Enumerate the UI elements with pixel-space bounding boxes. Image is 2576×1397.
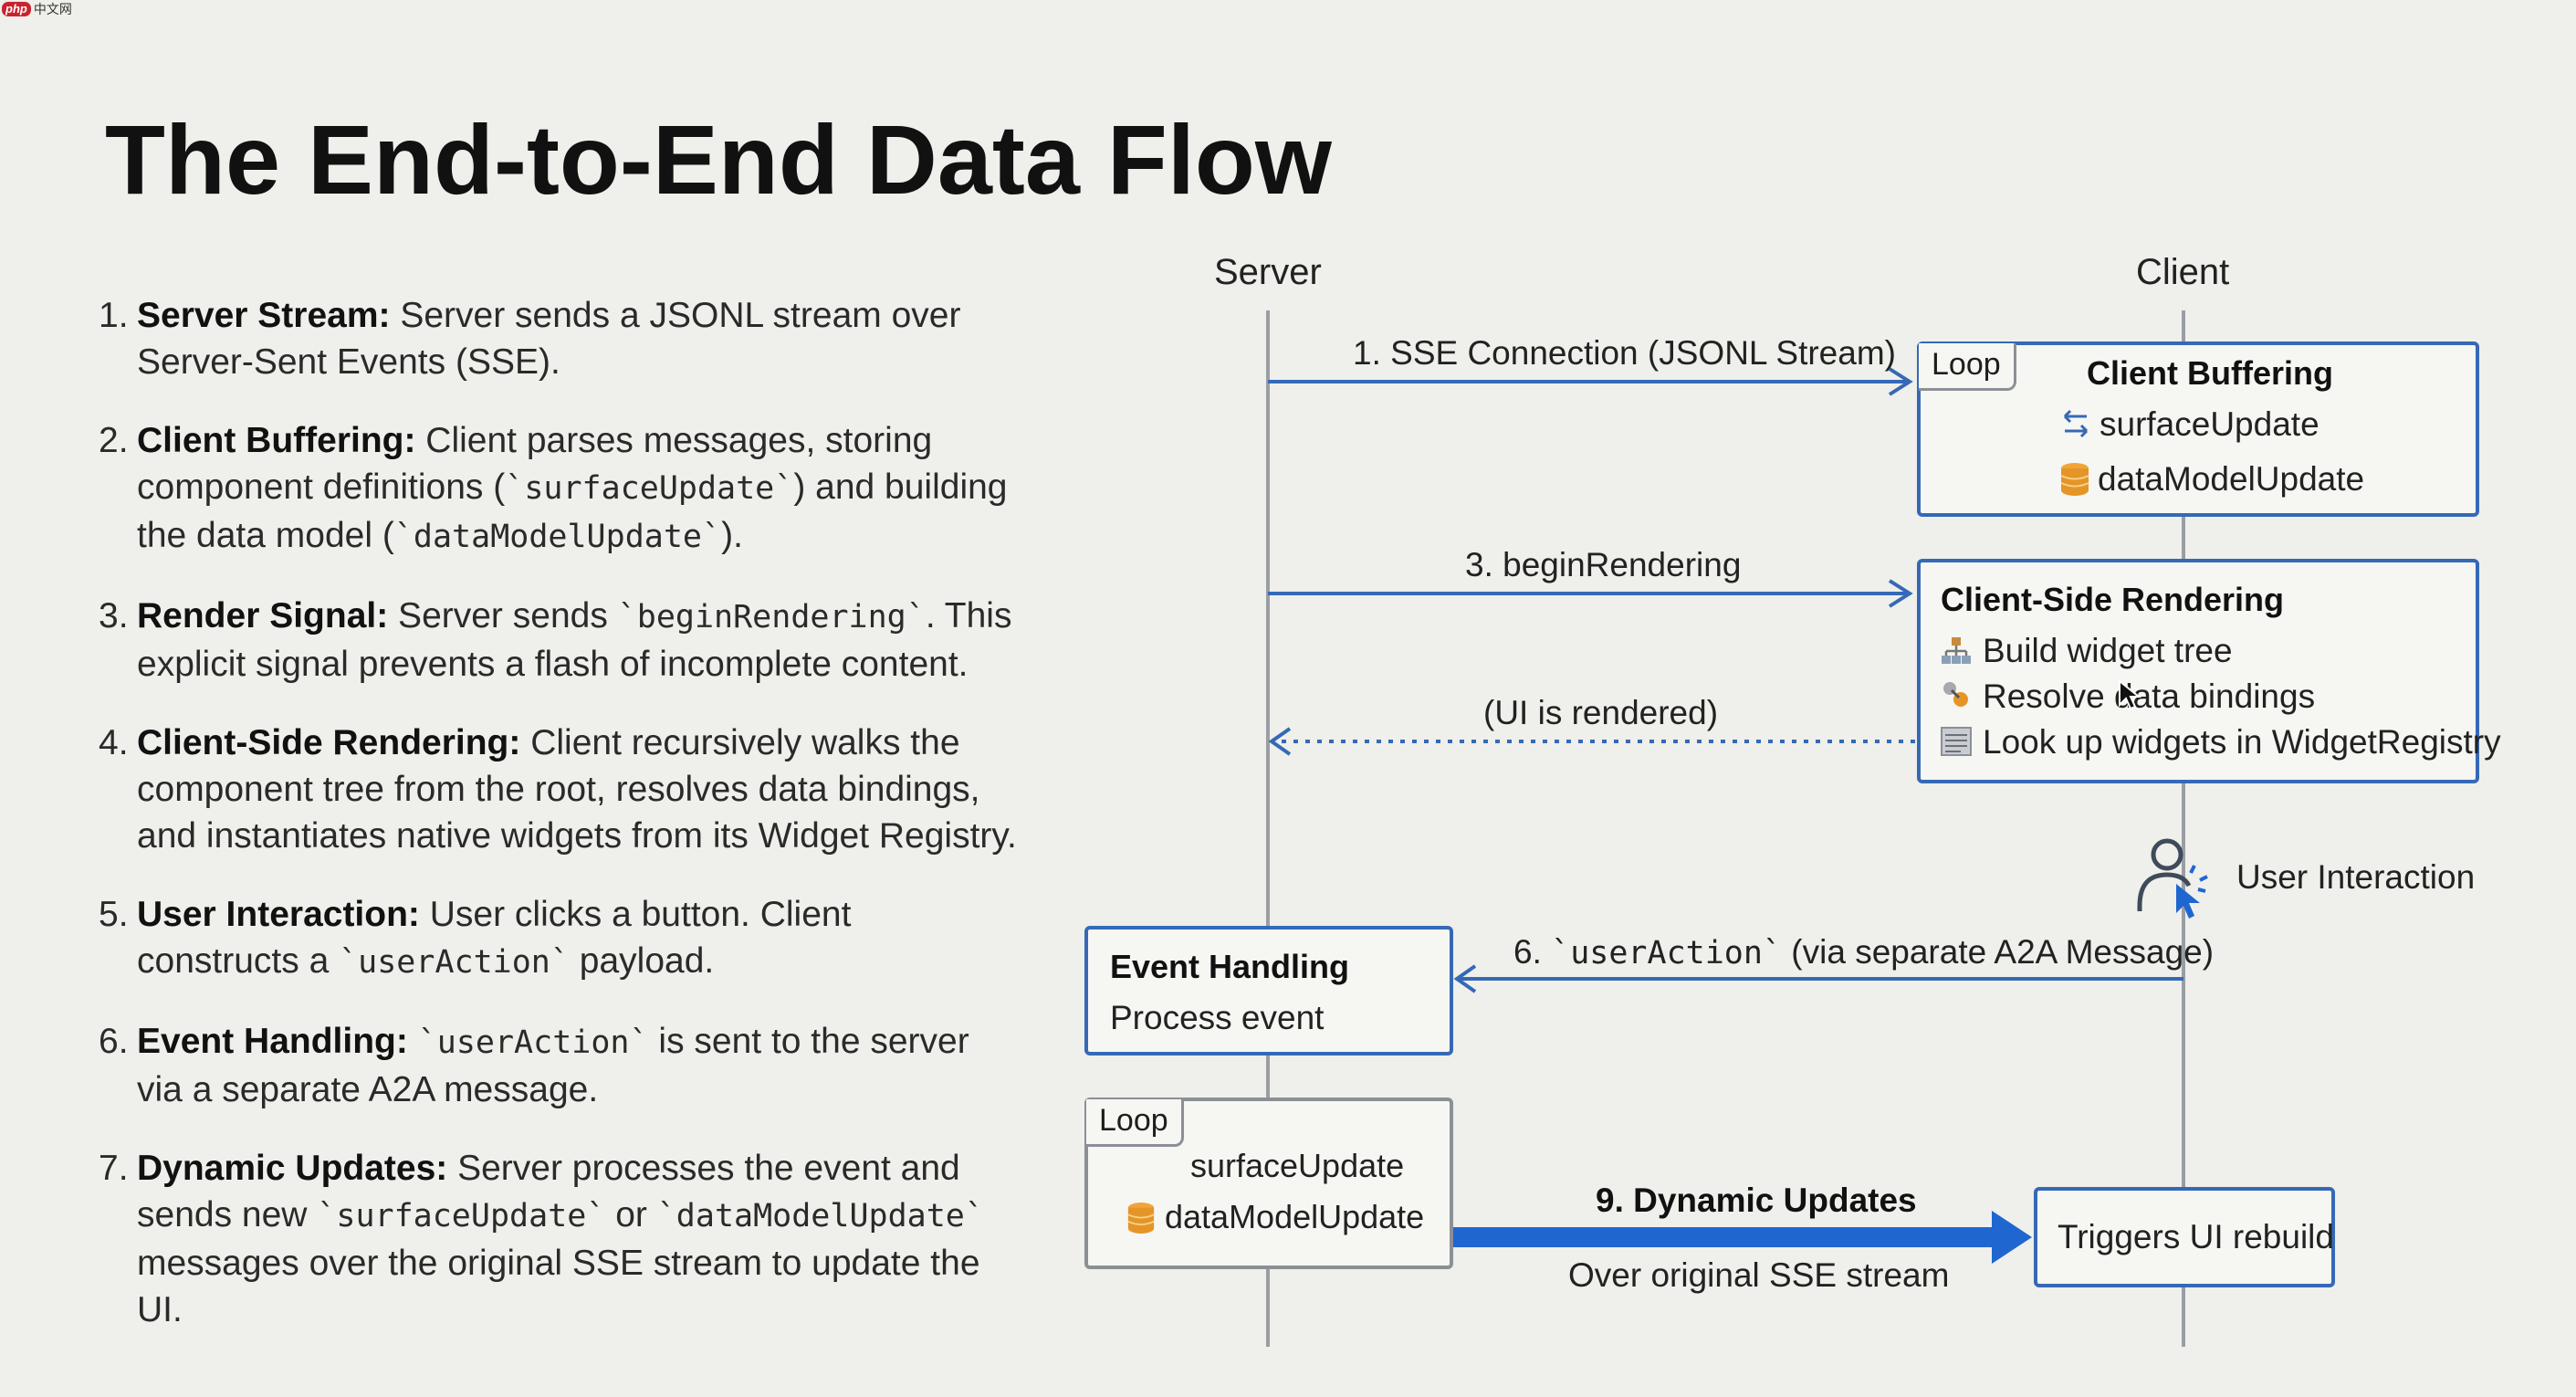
step-heading: User Interaction: (137, 895, 420, 934)
step-text: . This explicit signal prevents a flash … (137, 596, 1012, 684)
step-text: ). (721, 516, 743, 555)
step-item: 6.Event Handling: `userAction` is sent t… (99, 1018, 1021, 1113)
client-rendering-item3: Look up widgets in WidgetRegistry (1983, 723, 2501, 761)
event-handling-title: Event Handling (1110, 948, 1350, 985)
msg6-code: `userAction` (1551, 935, 1783, 972)
step-code: `userAction` (339, 944, 570, 981)
step-item: 4.Client-Side Rendering: Client recursiv… (99, 720, 1021, 859)
step-item: 5.User Interaction: User clicks a button… (99, 891, 1021, 986)
step-text: User clicks a button. Client constructs … (137, 895, 852, 981)
step-text: messages over the original SSE stream to… (137, 1244, 980, 1329)
event-handling-box: Event Handling Process event (1084, 926, 1453, 1056)
step-code: `beginRendering` (617, 599, 926, 635)
client-buffering-item1: surfaceUpdate (2100, 405, 2319, 443)
server-label: Server (1214, 252, 1322, 292)
msg9-arrow (1453, 1227, 1994, 1247)
step-code: `surfaceUpdate` (505, 470, 794, 507)
watermark-badge: php (2, 2, 31, 16)
watermark: php 中文网 (2, 0, 72, 18)
client-rendering-title: Client-Side Rendering (1941, 581, 2285, 618)
page-title: The End-to-End Data Flow (105, 104, 1332, 215)
step-heading: Server Stream: (137, 296, 391, 335)
step-number: 5. (99, 895, 129, 934)
watermark-text: 中文网 (33, 2, 72, 16)
step-item: 2.Client Buffering: Client parses messag… (99, 417, 1021, 561)
ui-rendered-label: (UI is rendered) (1483, 694, 1719, 731)
msg9-label: 9. Dynamic Updates (1596, 1182, 1917, 1219)
step-code: `surfaceUpdate` (317, 1198, 606, 1234)
server-loop-box: Loop surfaceUpdate dataModelUpdate (1084, 1098, 1453, 1269)
step-text: Server sends a JSONL stream over Server-… (137, 296, 961, 382)
step-text: Server sends (388, 596, 618, 635)
server-loop-item2: dataModelUpdate (1165, 1198, 1425, 1235)
client-buffering-title: Client Buffering (2087, 354, 2333, 392)
step-code: `dataModelUpdate` (656, 1198, 984, 1234)
step-text: Client recursively walks the component t… (137, 723, 1017, 856)
step-heading: Client-Side Rendering: (137, 723, 521, 762)
client-buffering-box: Loop Client Buffering surfaceUpdate data… (1917, 341, 2479, 517)
step-text: Server processes the event and sends new (137, 1149, 960, 1234)
step-number: 1. (99, 296, 129, 335)
msg6-prefix: 6. (1513, 933, 1552, 971)
step-number: 6. (99, 1022, 129, 1061)
step-number: 7. (99, 1149, 129, 1188)
step-item: 1.Server Stream: Server sends a JSONL st… (99, 292, 1021, 385)
step-heading: Event Handling: (137, 1022, 408, 1061)
msg9-sub-label: Over original SSE stream (1568, 1256, 1950, 1294)
step-text: or (605, 1195, 657, 1234)
step-number: 4. (99, 723, 129, 762)
loop-tag: Loop (1919, 343, 2016, 391)
user-interaction-label: User Interaction (2236, 858, 2476, 896)
client-rendering-item1: Build widget tree (1983, 632, 2233, 669)
client-rendering-item2: Resolve data bindings (1983, 677, 2316, 715)
step-number: 3. (99, 596, 129, 635)
client-buffering-item2: dataModelUpdate (2098, 460, 2365, 498)
step-text: Client parses messages, storing componen… (137, 421, 933, 507)
event-handling-text: Process event (1110, 999, 1325, 1036)
step-code: `userAction` (417, 1024, 649, 1061)
client-label: Client (2136, 252, 2230, 292)
step-text: ) and building the data model ( (137, 467, 1008, 555)
step-heading: Render Signal: (137, 596, 389, 635)
step-text: payload. (569, 941, 715, 981)
step-number: 2. (99, 421, 129, 460)
msg1-label: 1. SSE Connection (JSONL Stream) (1353, 334, 1896, 372)
msg3-label: 3. beginRendering (1465, 546, 1742, 583)
step-item: 3.Render Signal: Server sends `beginRend… (99, 593, 1021, 688)
steps-list: 1.Server Stream: Server sends a JSONL st… (99, 292, 1021, 1365)
step-heading: Dynamic Updates: (137, 1149, 448, 1188)
server-loop-tag: Loop (1086, 1099, 1184, 1147)
rebuild-box: Triggers UI rebuild (2034, 1187, 2335, 1287)
step-text: is sent to the server via a separate A2A… (137, 1022, 969, 1109)
step-item: 7.Dynamic Updates: Server processes the … (99, 1145, 1021, 1333)
msg6-label: 6. `userAction` (via separate A2A Messag… (1513, 933, 2214, 972)
step-code: `dataModelUpdate` (393, 519, 722, 555)
msg6-suffix: (via separate A2A Message) (1782, 933, 2215, 971)
client-rendering-box: Client-Side Rendering Build widget tree … (1917, 559, 2501, 783)
step-heading: Client Buffering: (137, 421, 416, 460)
server-loop-item1: surfaceUpdate (1190, 1147, 1405, 1184)
rebuild-label: Triggers UI rebuild (2058, 1218, 2334, 1255)
